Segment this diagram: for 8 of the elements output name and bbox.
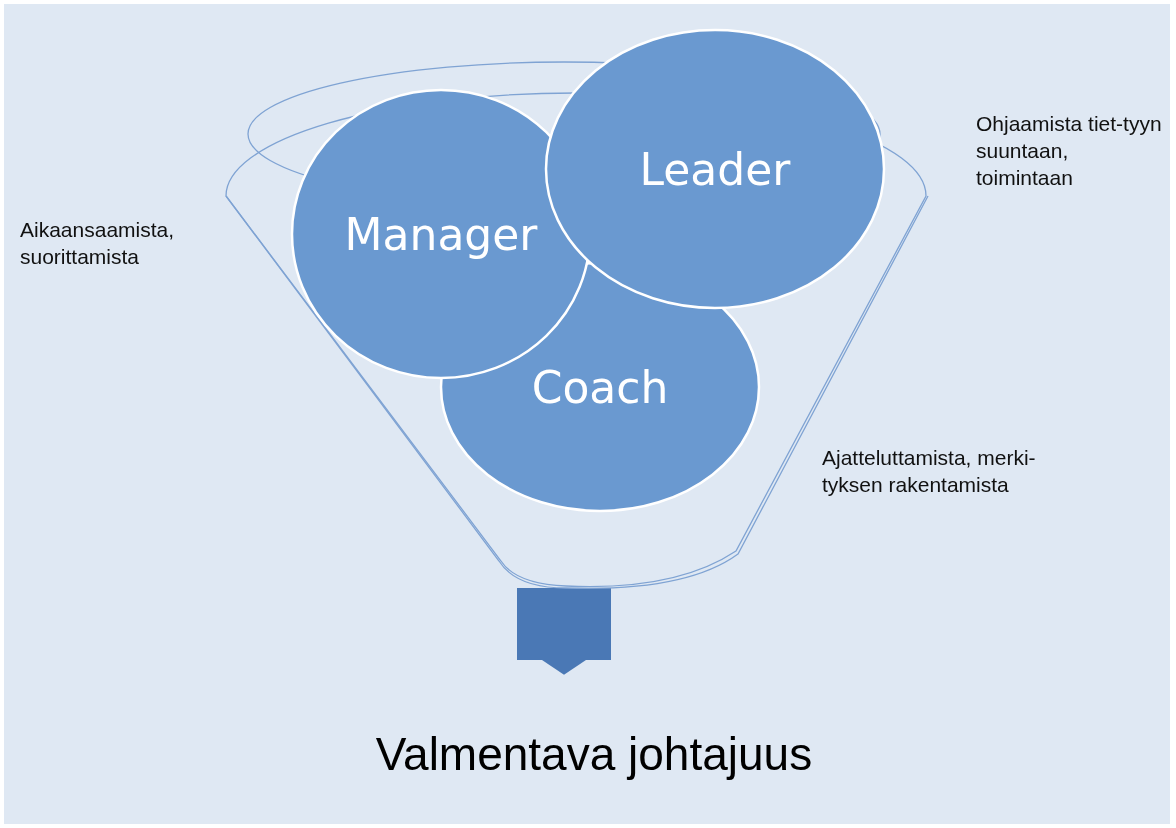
circle-label: Manager xyxy=(344,208,538,260)
block-arrow xyxy=(517,588,611,675)
result-title: Valmentava johtajuus xyxy=(375,727,813,781)
side-note: Aikaansaamista, suorittamista xyxy=(20,217,176,270)
circle-label: Leader xyxy=(639,143,791,195)
side-note: Ajatteluttamista, merki-tyksen rakentamista xyxy=(822,445,1037,498)
side-note: Ohjaamista tiet-tyyn suuntaan, toimintaan xyxy=(976,111,1163,191)
circle-label: Coach xyxy=(531,361,669,413)
